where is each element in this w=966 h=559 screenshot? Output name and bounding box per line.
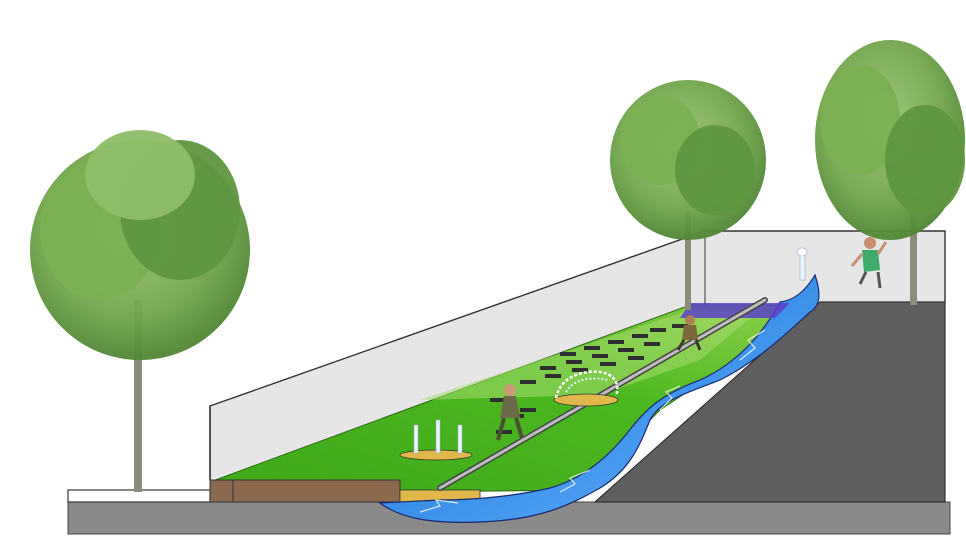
- fountain-jets-left: [399, 419, 473, 461]
- tree-right: [815, 40, 965, 305]
- slide-rail: [437, 297, 768, 491]
- spray-ring: [553, 370, 619, 407]
- person-jumping: [850, 237, 888, 289]
- concrete-embankment: [593, 301, 946, 503]
- fountain-jet-top: [796, 247, 808, 281]
- person-climbing: [676, 315, 702, 351]
- tree-middle: [610, 80, 766, 310]
- person-on-slope: [496, 384, 524, 441]
- stream-channel: [378, 273, 820, 523]
- tree-left: [30, 130, 250, 492]
- upper-water-pool: [680, 303, 790, 318]
